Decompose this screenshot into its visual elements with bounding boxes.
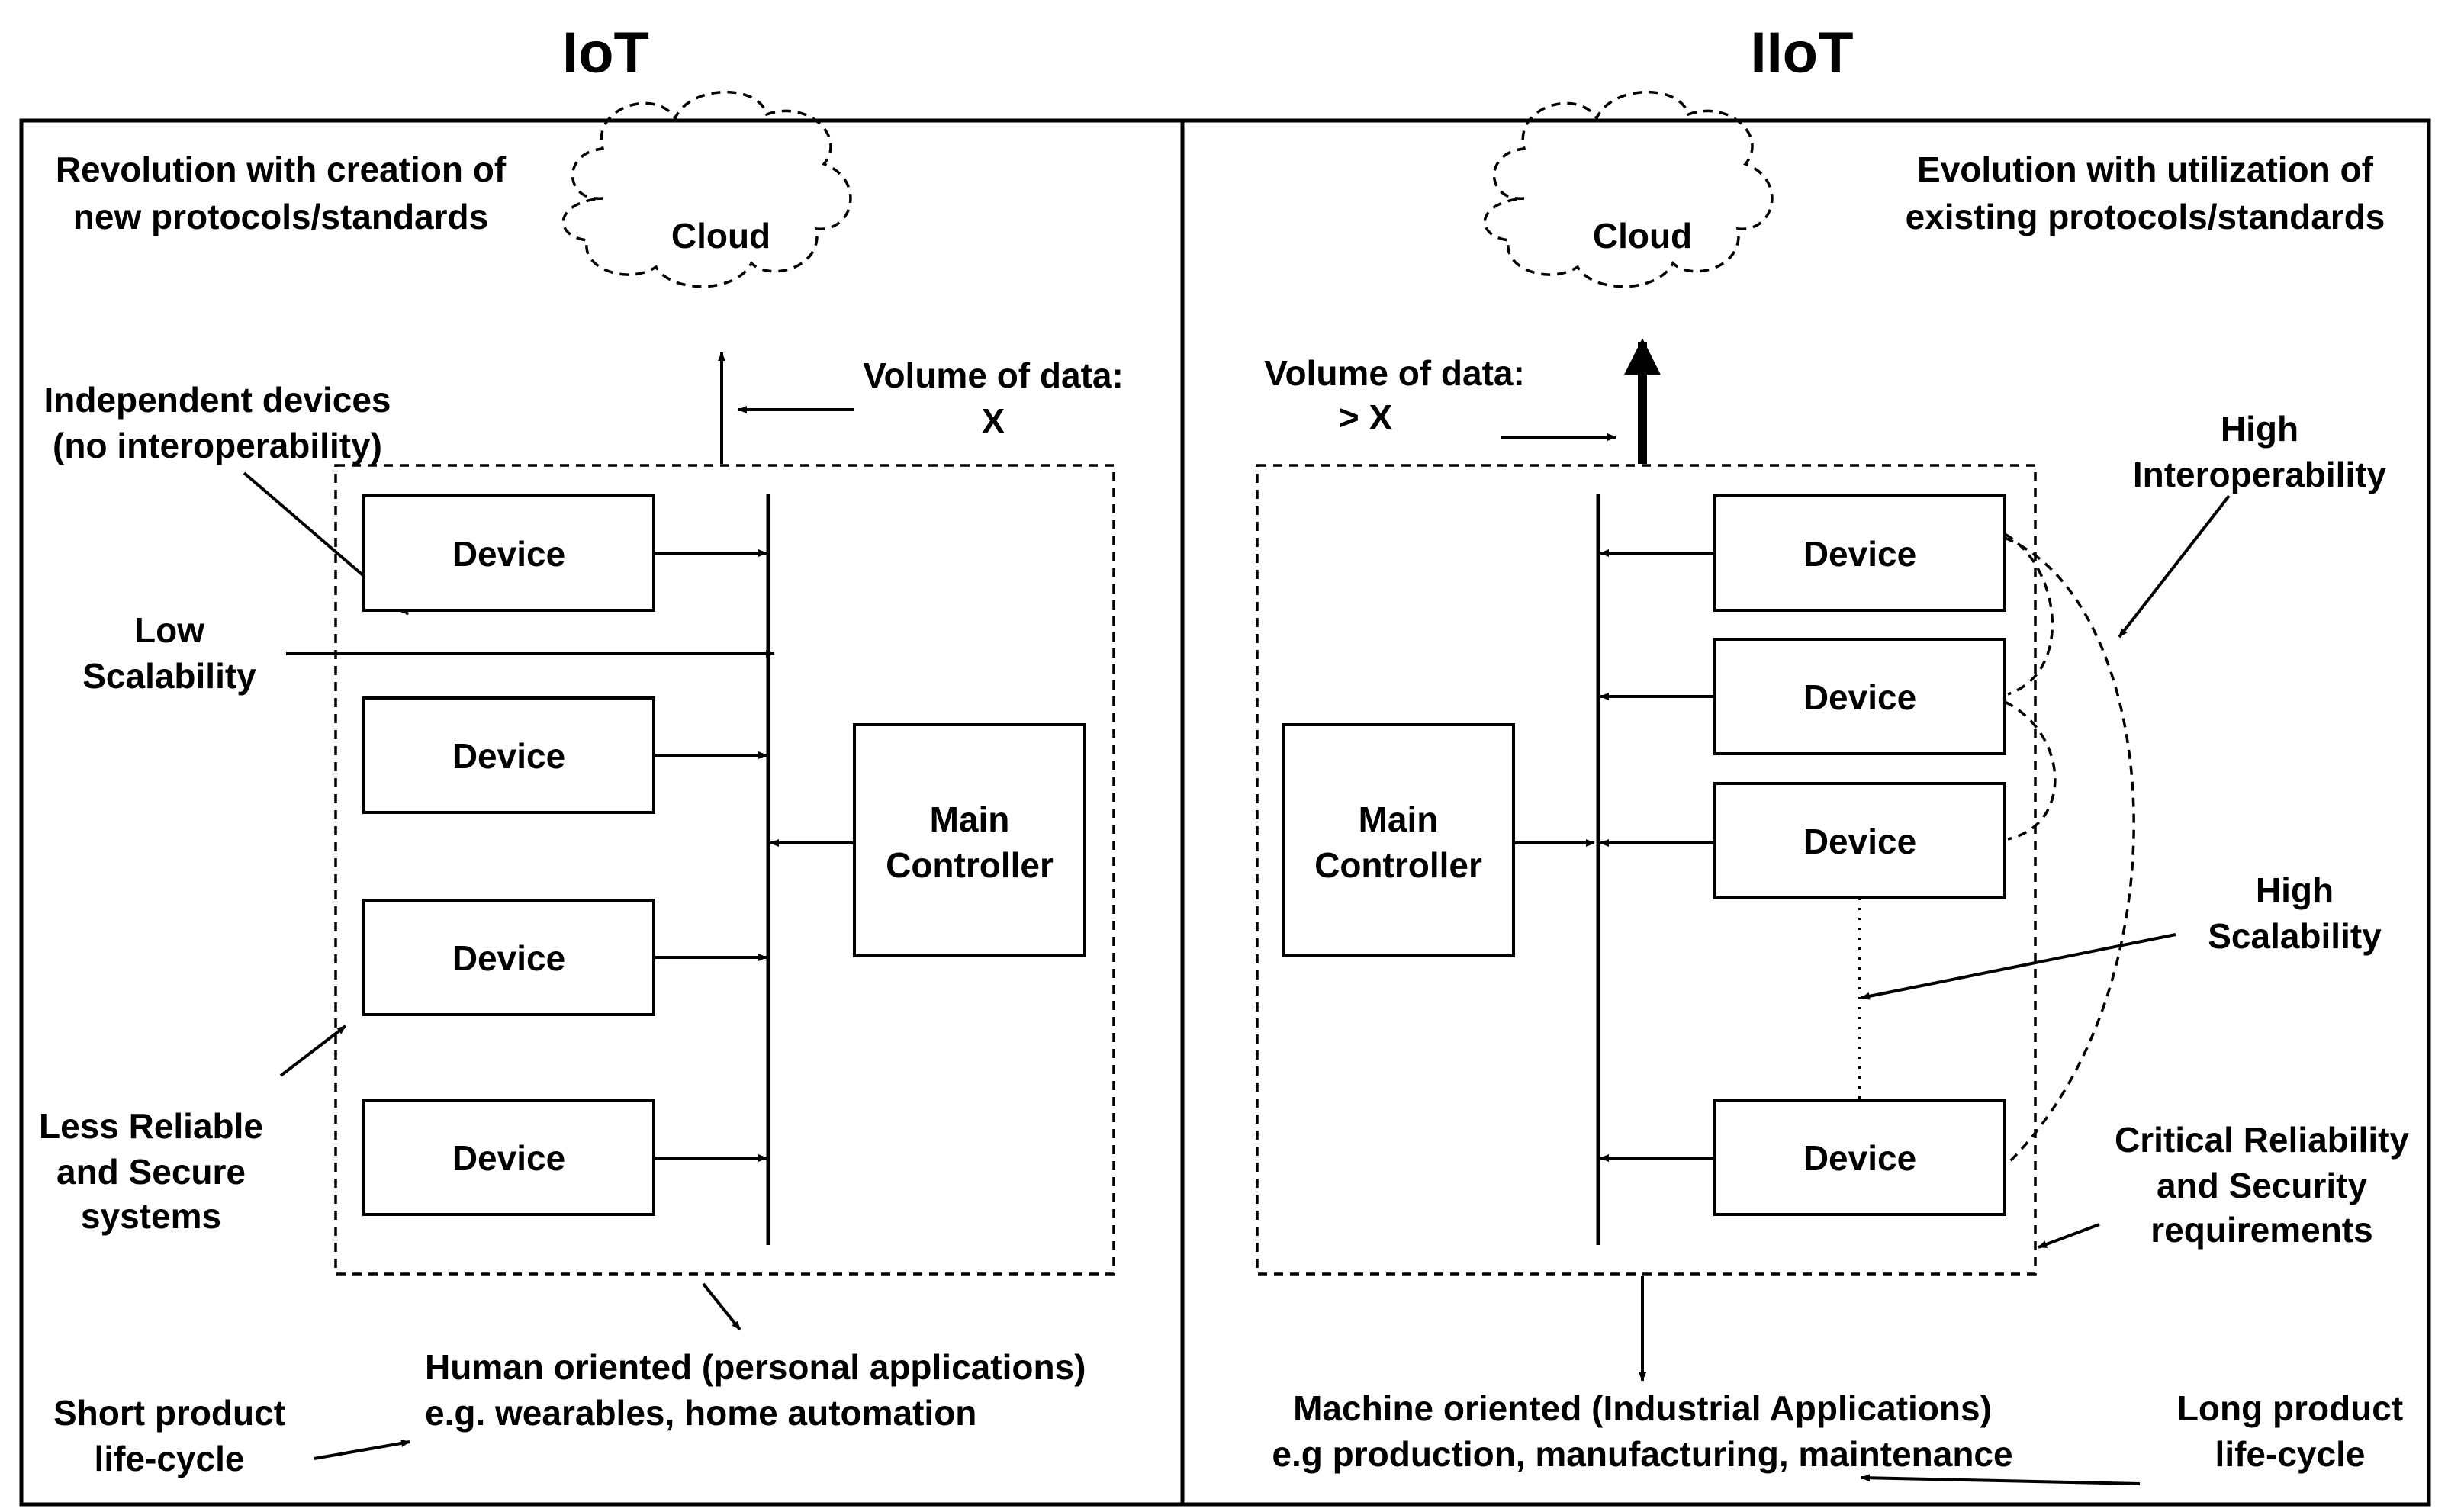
iiot-machine-oriented-text-2: e.g production, manufacturing, maintenan… <box>1272 1434 2012 1474</box>
iot-low-scalability-text-2: Scalability <box>82 656 256 696</box>
iot-lifecycle-text-2: life-cycle <box>95 1439 245 1478</box>
iiot-main-controller: Main Controller <box>1282 723 1595 957</box>
iiot-panel <box>1180 118 2431 1507</box>
iot-cloud-label: Cloud <box>671 216 770 256</box>
iot-section: Cloud Revolution with creation of new pr… <box>39 90 1124 1478</box>
iot-device-3: Device <box>362 899 767 1016</box>
iiot-device-3-label: Device <box>1803 822 1916 861</box>
iot-independent-text-1: Independent devices <box>43 380 391 420</box>
iot-device-2: Device <box>362 696 767 814</box>
iiot-evolution-text-2: existing protocols/standards <box>1906 197 2385 236</box>
iiot-cloud-label: Cloud <box>1593 216 1692 256</box>
iiot-reliability-text-1: Critical Reliability <box>2115 1120 2409 1160</box>
iot-volume-label: Volume of data: <box>863 355 1124 395</box>
iiot-device-4-label: Device <box>1803 1138 1916 1178</box>
iiot-main-controller-label-1: Main <box>1359 799 1439 839</box>
iot-human-oriented-text-1: Human oriented (personal applications) <box>425 1347 1086 1387</box>
iiot-interoperability-text-2: Interoperability <box>2133 455 2387 494</box>
iiot-interop-link-1-2 <box>2004 532 2054 696</box>
iot-device-2-label: Device <box>452 736 565 776</box>
iiot-volume-label: Volume of data: <box>1264 353 1525 393</box>
iot-main-controller-label-1: Main <box>930 799 1010 839</box>
iot-cloud: Cloud <box>561 90 852 288</box>
iiot-interoperability-arrow <box>2118 494 2231 639</box>
iiot-cloud: Cloud <box>1483 90 1774 288</box>
iiot-device-1: Device <box>1600 494 2006 612</box>
iot-device-1-label: Device <box>452 534 565 574</box>
iot-lifecycle-text-1: Short product <box>53 1393 285 1433</box>
iot-application-arrow <box>702 1282 741 1331</box>
iiot-scalability-arrow <box>1861 933 2176 1000</box>
iiot-device-2: Device <box>1600 638 2006 755</box>
iiot-reliability-text-2: and Security <box>2157 1166 2368 1205</box>
iot-lifecycle-arrow <box>314 1439 410 1460</box>
iot-device-4: Device <box>362 1099 767 1216</box>
iiot-device-1-label: Device <box>1803 534 1916 574</box>
iiot-device-3: Device <box>1600 782 2006 899</box>
iot-device-3-label: Device <box>452 938 565 978</box>
iot-independent-text-2: (no interoperability) <box>53 426 382 465</box>
iot-title: IoT <box>562 21 649 85</box>
iot-reliability-text-1: Less Reliable <box>39 1106 263 1146</box>
iiot-title: IIoT <box>1750 21 1853 85</box>
iiot-lifecycle-text-2: life-cycle <box>2215 1434 2366 1474</box>
iot-system-boundary <box>334 464 1115 1276</box>
iiot-lifecycle-arrow <box>1861 1474 2141 1485</box>
iiot-interoperability-text-1: High <box>2221 409 2298 449</box>
iot-volume-value: X <box>982 401 1005 441</box>
iiot-evolution-text-1: Evolution with utilization of <box>1917 150 2374 189</box>
iiot-scalability-text-2: Scalability <box>2208 916 2382 956</box>
iot-main-controller-label-2: Controller <box>886 845 1054 885</box>
iot-low-scalability-text-1: Low <box>134 610 204 650</box>
iiot-lifecycle-text-1: Long product <box>2177 1388 2403 1428</box>
iiot-system-boundary <box>1256 464 2037 1276</box>
iiot-interop-link-2-3 <box>2004 700 2057 841</box>
iot-reliability-text-3: systems <box>81 1196 221 1236</box>
iiot-volume-value: > X <box>1339 397 1393 437</box>
iot-human-oriented-text-2: e.g. wearables, home automation <box>425 1393 976 1433</box>
iiot-main-controller-label-2: Controller <box>1314 845 1482 885</box>
iot-device-4-label: Device <box>452 1138 565 1178</box>
iot-revolution-text-2: new protocols/standards <box>73 197 488 236</box>
iiot-reliability-text-3: requirements <box>2150 1210 2372 1250</box>
iot-reliability-text-2: and Secure <box>56 1152 246 1192</box>
iiot-machine-oriented-text-1: Machine oriented (Industrial Application… <box>1293 1388 1992 1428</box>
iiot-section: Cloud Evolution with utilization of exis… <box>1256 90 2409 1485</box>
iiot-reliability-arrow <box>2038 1223 2100 1249</box>
iiot-scalability-text-1: High <box>2256 870 2334 910</box>
iiot-device-4: Device <box>1600 1099 2006 1216</box>
iiot-interop-link-1-4 <box>2004 536 2135 1165</box>
iot-revolution-text-1: Revolution with creation of <box>56 150 507 189</box>
iiot-device-2-label: Device <box>1803 677 1916 717</box>
iot-main-controller: Main Controller <box>770 723 1086 957</box>
iot-device-1: Device <box>362 494 767 612</box>
iot-reliability-arrow <box>279 1025 347 1077</box>
